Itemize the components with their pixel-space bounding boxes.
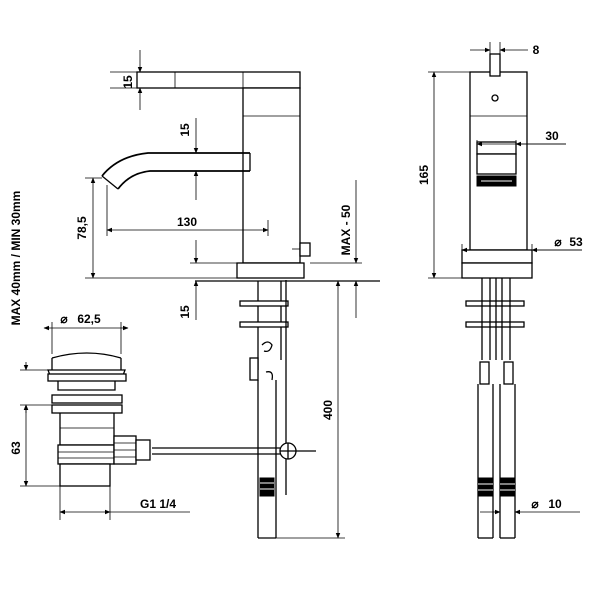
dim-diameter-symbol-waste: ⌀ (60, 312, 68, 326)
dim-base-diameter: 53 (569, 235, 583, 249)
faucet-body (242, 87, 301, 264)
dim-waste-height: 63 (9, 441, 23, 455)
dim-lever-width: 8 (533, 43, 540, 57)
dim-base-thickness: 15 (178, 305, 192, 319)
faucet-side-view (101, 71, 380, 539)
dim-diameter-symbol-hose: ⌀ (531, 497, 539, 511)
dim-basin-range: MAX 40mm / MIN 30mm (9, 191, 23, 326)
dim-max-deck: MAX - 50 (339, 204, 353, 255)
faucet-base (236, 262, 305, 279)
dim-spout-reach: 130 (177, 215, 197, 229)
dim-spout-top-thickness: 15 (121, 75, 135, 89)
dim-spout-thickness: 15 (178, 123, 192, 137)
dim-body-height: 165 (417, 165, 431, 185)
pop-up-waste (47, 352, 151, 487)
dim-body-width: 30 (545, 129, 559, 143)
spout (101, 152, 250, 177)
front-base (461, 249, 533, 264)
dim-hose-diameter: 10 (548, 497, 562, 511)
dim-diameter-symbol-base: ⌀ (554, 235, 562, 249)
side-knob (299, 242, 311, 257)
dim-waste-diameter: 62,5 (77, 312, 101, 326)
dimensions-front: 8 30 165 ⌀ 53 ⌀ 10 (417, 42, 583, 520)
lever (136, 71, 301, 89)
dim-spout-height: 78,5 (75, 216, 89, 240)
dimensions-side: 15 15 78,5 130 15 MAX - 50 400 (75, 50, 362, 539)
dimensions-drain: ⌀ 62,5 MAX 40mm / MIN 30mm 63 G1 1/4 (9, 191, 190, 520)
faucet-front-view (461, 53, 533, 539)
dim-hose-length: 400 (321, 400, 335, 420)
dim-waste-thread: G1 1/4 (140, 497, 176, 511)
